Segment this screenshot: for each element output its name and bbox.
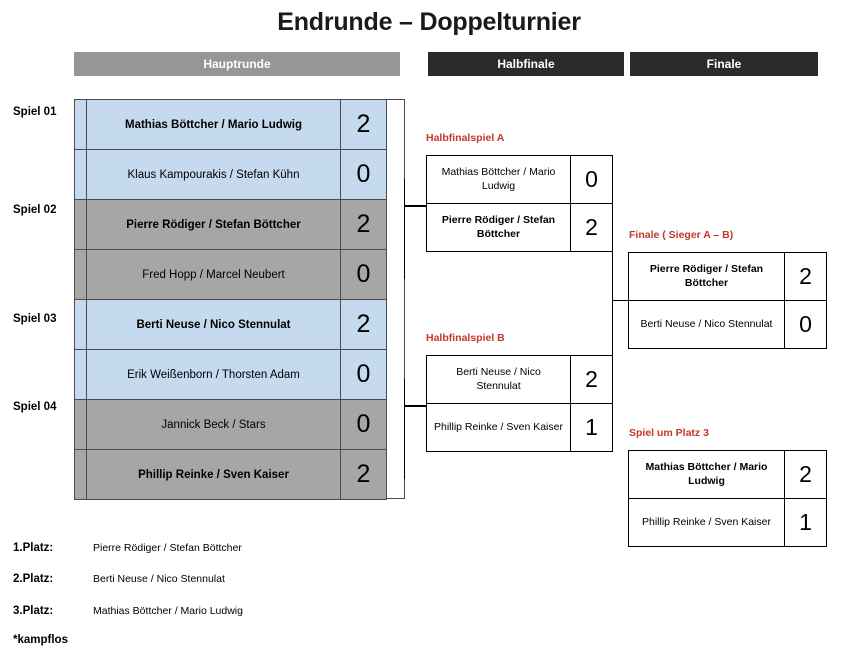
table-row: Pierre Rödiger / Stefan Böttcher 2	[426, 203, 613, 252]
connector-line-semi-b-horizontal	[404, 405, 426, 407]
team-name: Phillip Reinke / Sven Kaiser	[628, 498, 785, 547]
placement-rank: 1.Platz:	[13, 542, 54, 554]
team-score: 2	[784, 450, 827, 499]
table-row: Pierre Rödiger / Stefan Böttcher 2	[628, 252, 827, 301]
team-name: Pierre Rödiger / Stefan Böttcher	[426, 203, 571, 252]
semifinal-b-box: Berti Neuse / Nico Stennulat 2 Phillip R…	[426, 355, 613, 452]
placement-row-3: 3.Platz: Mathias Böttcher / Mario Ludwig	[13, 605, 343, 617]
main-round-bracket: Mathias Böttcher / Mario Ludwig 2 Klaus …	[74, 99, 387, 500]
team-name: Berti Neuse / Nico Stennulat	[86, 299, 341, 350]
team-score: 2	[340, 299, 387, 350]
table-row: Berti Neuse / Nico Stennulat 2	[74, 299, 387, 350]
team-score: 0	[784, 300, 827, 349]
table-row: Phillip Reinke / Sven Kaiser 1	[628, 498, 827, 547]
placement-team: Pierre Rödiger / Stefan Böttcher	[93, 542, 242, 554]
connector-line-semi-b-vertical	[404, 379, 405, 479]
table-row: Erik Weißenborn / Thorsten Adam 0	[74, 349, 387, 400]
table-row: Jannick Beck / Stars 0	[74, 399, 387, 450]
table-row: Mathias Böttcher / Mario Ludwig 0	[426, 155, 613, 204]
caption-spiel-um-platz-3: Spiel um Platz 3	[629, 427, 709, 439]
team-name: Phillip Reinke / Sven Kaiser	[86, 449, 341, 500]
row-spacer-cell	[74, 349, 87, 400]
table-row: Phillip Reinke / Sven Kaiser 1	[426, 403, 613, 452]
caption-finale: Finale ( Sieger A – B)	[629, 229, 734, 241]
placement-rank: 2.Platz:	[13, 573, 54, 585]
team-name: Mathias Böttcher / Mario Ludwig	[628, 450, 785, 499]
spiel-label-04: Spiel 04	[13, 401, 57, 413]
team-score: 0	[340, 249, 387, 300]
spiel-label-03: Spiel 03	[13, 313, 57, 325]
round-header-hauptrunde: Hauptrunde	[74, 52, 400, 76]
third-place-match-box: Mathias Böttcher / Mario Ludwig 2 Philli…	[628, 450, 827, 547]
row-spacer-cell	[74, 249, 87, 300]
placement-rank: 3.Platz:	[13, 605, 54, 617]
footnote-kampflos: *kampflos	[13, 634, 68, 646]
table-row: Mathias Böttcher / Mario Ludwig 2	[628, 450, 827, 499]
team-score: 0	[340, 349, 387, 400]
placement-team: Berti Neuse / Nico Stennulat	[93, 573, 225, 585]
spiel-label-02: Spiel 02	[13, 204, 57, 216]
connector-line-semi-a-horizontal	[404, 205, 426, 207]
team-score: 2	[784, 252, 827, 301]
table-row: Berti Neuse / Nico Stennulat 0	[628, 300, 827, 349]
team-score: 2	[340, 99, 387, 150]
round-header-halbfinale: Halbfinale	[428, 52, 624, 76]
connector-line-final-horizontal	[612, 300, 628, 301]
team-name: Phillip Reinke / Sven Kaiser	[426, 403, 571, 452]
team-score: 1	[570, 403, 613, 452]
team-name: Mathias Böttcher / Mario Ludwig	[86, 99, 341, 150]
row-spacer-cell	[74, 199, 87, 250]
team-name: Fred Hopp / Marcel Neubert	[86, 249, 341, 300]
team-name: Erik Weißenborn / Thorsten Adam	[86, 349, 341, 400]
page-title: Endrunde – Doppelturnier	[277, 8, 581, 36]
table-row: Berti Neuse / Nico Stennulat 2	[426, 355, 613, 404]
table-row: Pierre Rödiger / Stefan Böttcher 2	[74, 199, 387, 250]
caption-halbfinalspiel-b: Halbfinalspiel B	[426, 332, 505, 344]
team-score: 2	[340, 199, 387, 250]
row-spacer-cell	[74, 449, 87, 500]
placement-row-1: 1.Platz: Pierre Rödiger / Stefan Böttcher	[13, 542, 343, 554]
table-row: Mathias Böttcher / Mario Ludwig 2	[74, 99, 387, 150]
team-name: Berti Neuse / Nico Stennulat	[628, 300, 785, 349]
row-spacer-cell	[74, 149, 87, 200]
caption-halbfinalspiel-a: Halbfinalspiel A	[426, 132, 505, 144]
connector-line-semi-a-vertical	[404, 179, 405, 279]
team-score: 2	[570, 203, 613, 252]
placement-team: Mathias Böttcher / Mario Ludwig	[93, 605, 243, 617]
table-row: Fred Hopp / Marcel Neubert 0	[74, 249, 387, 300]
team-name: Pierre Rödiger / Stefan Böttcher	[628, 252, 785, 301]
team-score: 0	[340, 149, 387, 200]
team-score: 2	[340, 449, 387, 500]
connector-line-final-vertical	[612, 203, 613, 403]
row-spacer-cell	[74, 299, 87, 350]
semifinal-a-box: Mathias Böttcher / Mario Ludwig 0 Pierre…	[426, 155, 613, 252]
round-header-finale: Finale	[630, 52, 818, 76]
team-name: Jannick Beck / Stars	[86, 399, 341, 450]
row-spacer-cell	[74, 399, 87, 450]
team-name: Mathias Böttcher / Mario Ludwig	[426, 155, 571, 204]
table-row: Phillip Reinke / Sven Kaiser 2	[74, 449, 387, 500]
team-score: 0	[570, 155, 613, 204]
team-name: Pierre Rödiger / Stefan Böttcher	[86, 199, 341, 250]
team-score: 2	[570, 355, 613, 404]
team-name: Klaus Kampourakis / Stefan Kühn	[86, 149, 341, 200]
spiel-label-01: Spiel 01	[13, 106, 57, 118]
placement-row-2: 2.Platz: Berti Neuse / Nico Stennulat	[13, 573, 343, 585]
table-row: Klaus Kampourakis / Stefan Kühn 0	[74, 149, 387, 200]
final-match-box: Pierre Rödiger / Stefan Böttcher 2 Berti…	[628, 252, 827, 349]
team-score: 1	[784, 498, 827, 547]
team-name: Berti Neuse / Nico Stennulat	[426, 355, 571, 404]
team-score: 0	[340, 399, 387, 450]
row-spacer-cell	[74, 99, 87, 150]
